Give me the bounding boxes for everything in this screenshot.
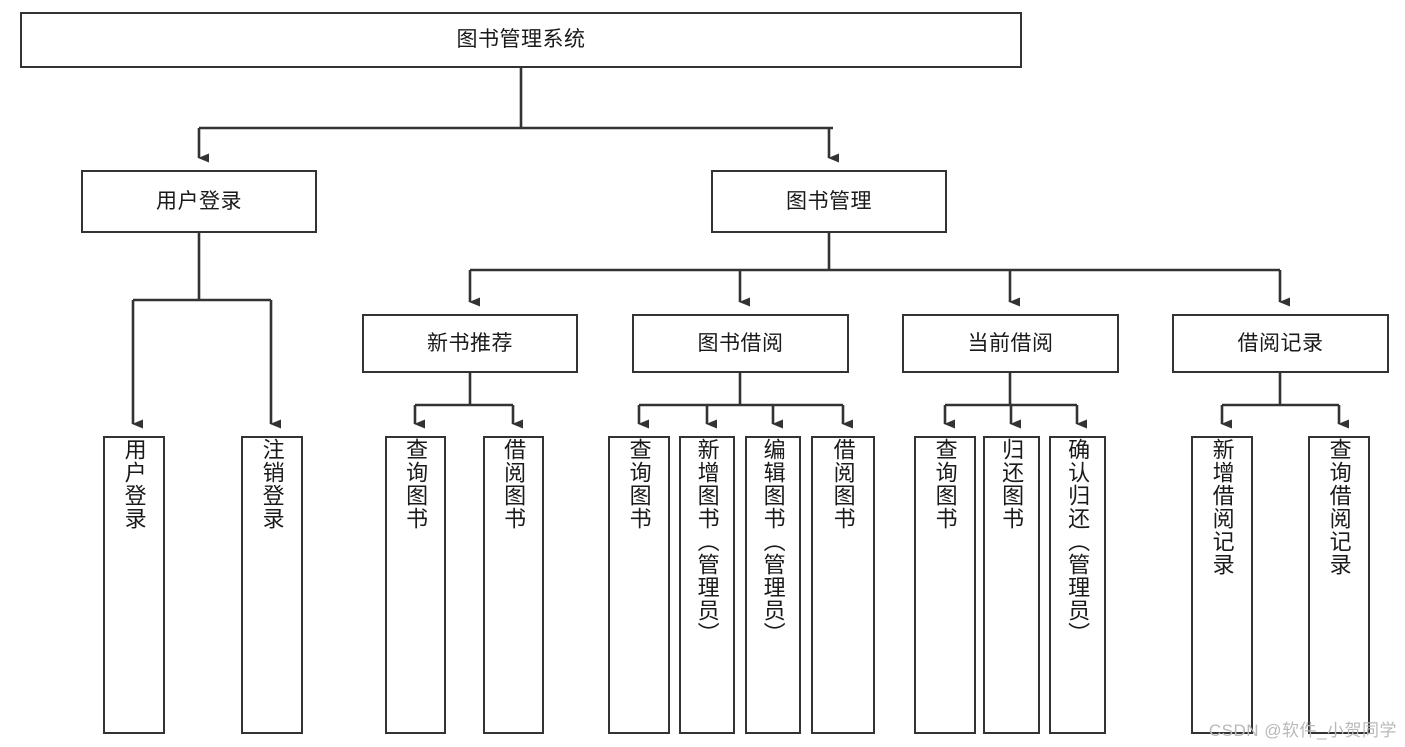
node-leaf-return-book[interactable]: 归还图书 (983, 436, 1040, 734)
node-leaf-add-book-admin[interactable]: 新增图书（管理员） (679, 436, 735, 734)
node-label: 确认归还（管理员） (1065, 438, 1091, 645)
node-leaf-query-book-recommend[interactable]: 查询图书 (385, 436, 446, 734)
node-label: 注销登录 (259, 438, 285, 530)
node-leaf-query-borrow-record[interactable]: 查询借阅记录 (1308, 436, 1370, 734)
node-label: 归还图书 (999, 438, 1025, 530)
node-label: 图书管理 (786, 189, 872, 213)
node-leaf-confirm-return-admin[interactable]: 确认归还（管理员） (1049, 436, 1106, 734)
node-label: 图书管理系统 (456, 28, 586, 52)
node-label: 用户登录 (156, 189, 242, 213)
node-leaf-user-logout[interactable]: 注销登录 (241, 436, 303, 734)
node-leaf-query-book-borrow[interactable]: 查询图书 (608, 436, 670, 734)
node-label: 查询图书 (403, 438, 429, 530)
node-leaf-add-borrow-record[interactable]: 新增借阅记录 (1191, 436, 1253, 734)
node-root-book-management-system[interactable]: 图书管理系统 (20, 12, 1022, 68)
node-label: 借阅图书 (501, 438, 527, 530)
node-book-management[interactable]: 图书管理 (711, 170, 947, 233)
node-label: 用户登录 (121, 438, 147, 530)
node-user-login[interactable]: 用户登录 (81, 170, 317, 233)
node-leaf-user-login[interactable]: 用户登录 (103, 436, 165, 734)
node-label: 新增图书（管理员） (694, 438, 720, 645)
node-leaf-borrow-book-recommend[interactable]: 借阅图书 (483, 436, 544, 734)
node-label: 编辑图书（管理员） (760, 438, 786, 645)
csdn-watermark: CSDN @软件_小贺同学 (1208, 721, 1397, 740)
node-new-book-recommend[interactable]: 新书推荐 (362, 314, 578, 373)
node-label: 查询图书 (626, 438, 652, 530)
node-label: 查询借阅记录 (1326, 438, 1352, 576)
node-label: 当前借阅 (967, 331, 1054, 355)
node-label: 查询图书 (932, 438, 958, 530)
node-borrow-record[interactable]: 借阅记录 (1172, 314, 1389, 373)
node-leaf-borrow-book[interactable]: 借阅图书 (811, 436, 875, 734)
node-leaf-edit-book-admin[interactable]: 编辑图书（管理员） (745, 436, 801, 734)
node-current-borrow[interactable]: 当前借阅 (902, 314, 1119, 373)
node-label: 图书借阅 (697, 331, 784, 355)
node-label: 新增借阅记录 (1209, 438, 1235, 576)
node-book-borrow[interactable]: 图书借阅 (632, 314, 849, 373)
node-label: 借阅图书 (830, 438, 856, 530)
node-label: 借阅记录 (1237, 331, 1324, 355)
node-label: 新书推荐 (427, 331, 513, 355)
node-leaf-query-book-current[interactable]: 查询图书 (914, 436, 976, 734)
